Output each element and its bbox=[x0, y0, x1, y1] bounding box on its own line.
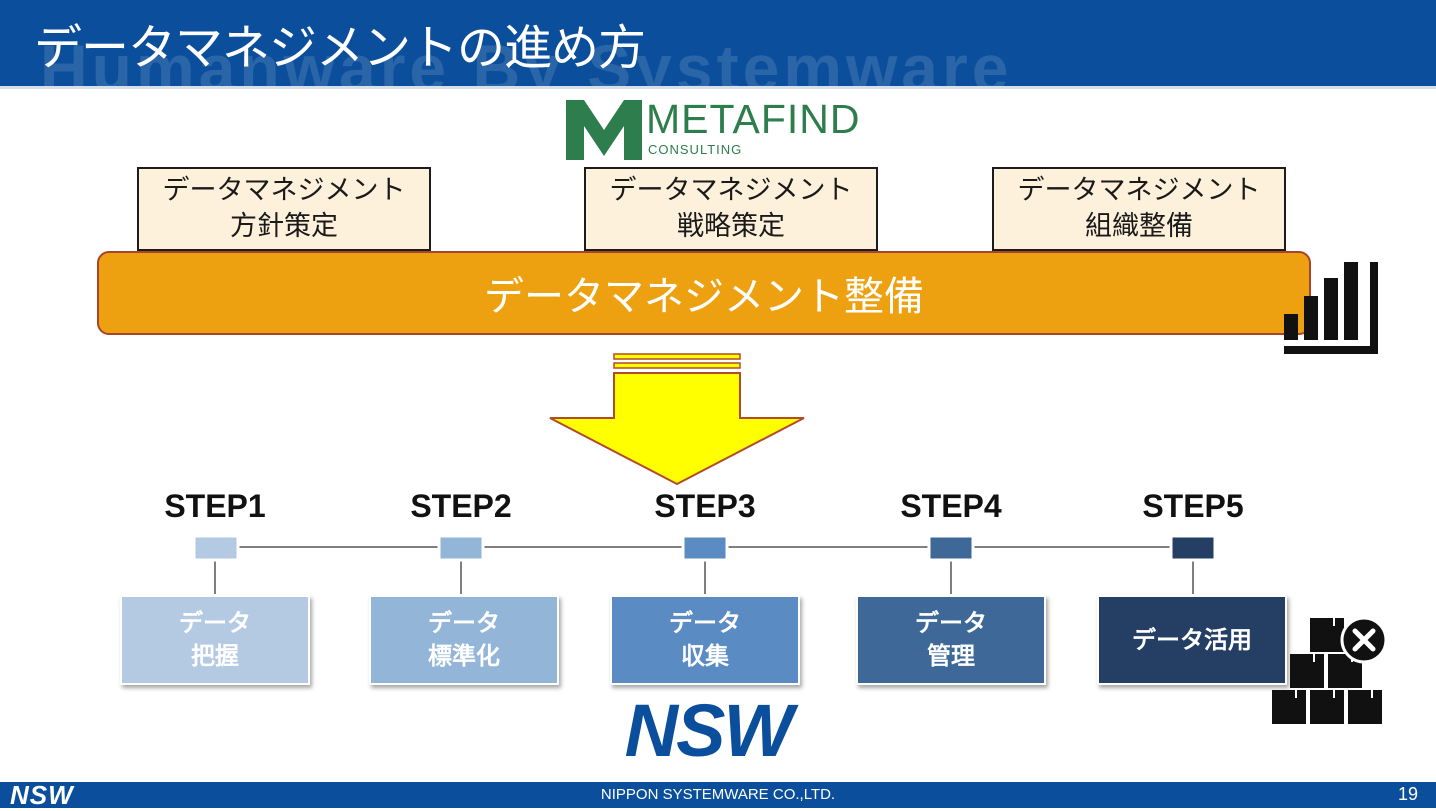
sub-box-line1: データマネジメント bbox=[609, 175, 853, 206]
slide-header: Humanware By Systemware データマネジメントの進め方 bbox=[0, 0, 1436, 86]
sub-box-strategy: データマネジメント 戦略策定 bbox=[584, 167, 878, 251]
step-label-2: STEP2 bbox=[410, 488, 512, 524]
metafind-mark-icon bbox=[566, 100, 642, 160]
step-label-3: STEP3 bbox=[654, 488, 756, 524]
nsw-logo-text: NSW bbox=[625, 696, 800, 764]
sub-box-line2: 方針策定 bbox=[230, 211, 338, 242]
metafind-logo-subtext: CONSULTING bbox=[648, 142, 743, 157]
step-box-line1: データ bbox=[915, 609, 987, 637]
step-box-line2: 把握 bbox=[191, 642, 239, 670]
sub-box-policy: データマネジメント 方針策定 bbox=[137, 167, 431, 251]
header-divider bbox=[0, 86, 1436, 89]
step-label-4: STEP4 bbox=[900, 488, 1002, 524]
timeline-marker-3 bbox=[681, 534, 729, 562]
page-number: 19 bbox=[1397, 784, 1418, 804]
timeline-marker-5 bbox=[1169, 534, 1217, 562]
main-bar: データマネジメント整備 bbox=[97, 251, 1311, 335]
metafind-logo-text: METAFIND bbox=[646, 96, 861, 142]
step-box-line2: 管理 bbox=[927, 642, 975, 670]
step-label-1: STEP1 bbox=[164, 488, 266, 524]
step-box-2: データ 標準化 bbox=[369, 595, 559, 685]
sub-box-line1: データマネジメント bbox=[162, 175, 406, 206]
sub-box-line1: データマネジメント bbox=[1017, 175, 1261, 206]
main-bar-label: データマネジメント整備 bbox=[484, 274, 924, 320]
sub-box-line2: 戦略策定 bbox=[677, 211, 785, 242]
step-box-line1: データ bbox=[428, 609, 500, 637]
timeline-marker-4 bbox=[927, 534, 975, 562]
step-box-3: データ 収集 bbox=[610, 595, 800, 685]
timeline-marker-1 bbox=[192, 534, 240, 562]
step-box-line2: 標準化 bbox=[428, 642, 500, 670]
metafind-logo: METAFIND CONSULTING bbox=[566, 96, 860, 162]
step-box-line1: データ活用 bbox=[1132, 625, 1252, 654]
sub-box-organization: データマネジメント 組織整備 bbox=[992, 167, 1286, 251]
step-box-line1: データ bbox=[179, 609, 251, 637]
step-box-5: データ活用 bbox=[1097, 595, 1287, 685]
footer-logo: NSW bbox=[10, 780, 74, 810]
step-box-1: データ 把握 bbox=[120, 595, 310, 685]
step-box-4: データ 管理 bbox=[856, 595, 1046, 685]
step-box-line2: 収集 bbox=[681, 642, 729, 670]
header-watermark: Humanware By Systemware bbox=[40, 31, 1013, 86]
stacked-boxes-icon bbox=[1272, 616, 1388, 724]
timeline-marker-2 bbox=[437, 534, 485, 562]
step-label-5: STEP5 bbox=[1142, 488, 1244, 524]
slide-footer: NSW NIPPON SYSTEMWARE CO.,LTD. 19 bbox=[0, 780, 1436, 810]
footer-company-name: NIPPON SYSTEMWARE CO.,LTD. bbox=[600, 786, 836, 803]
step-box-line1: データ bbox=[669, 609, 741, 637]
close-circle-icon bbox=[1340, 616, 1388, 664]
page-title: データマネジメントの進め方 bbox=[34, 20, 646, 76]
bar-chart-icon bbox=[1284, 262, 1378, 354]
sub-box-line2: 組織整備 bbox=[1085, 211, 1193, 242]
down-arrow-icon bbox=[549, 353, 805, 486]
nsw-logo: NSW bbox=[625, 696, 802, 764]
